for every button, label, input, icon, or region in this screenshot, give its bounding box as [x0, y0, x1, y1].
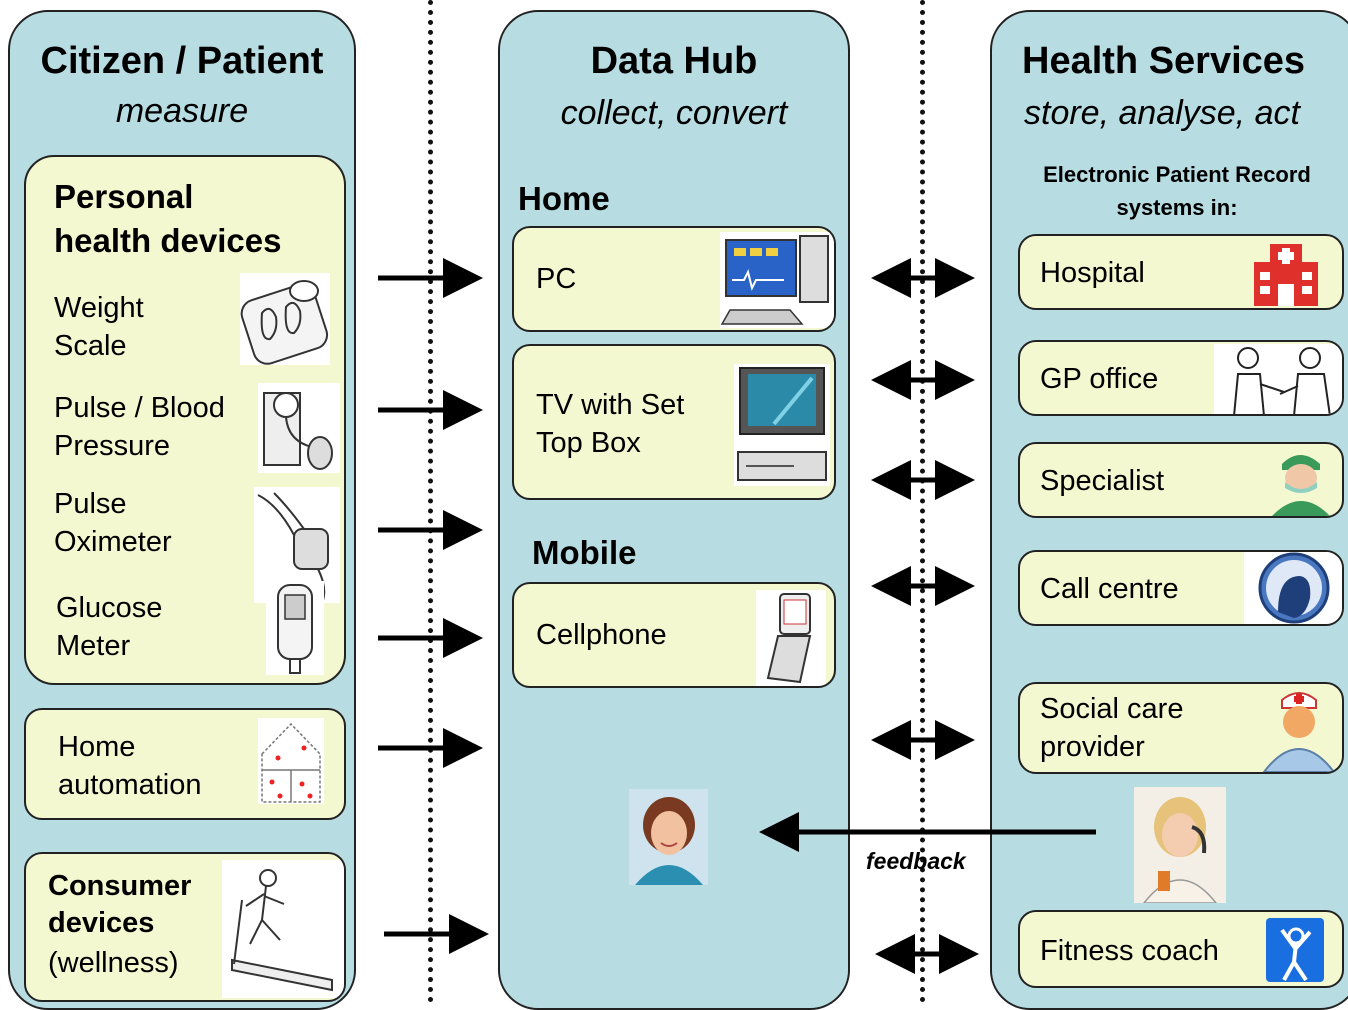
service-label-gp-office: GP office: [1040, 363, 1159, 395]
service-specialist: Specialist: [1018, 442, 1344, 518]
service-label-specialist: Specialist: [1040, 465, 1165, 497]
consumer-devices-sub: (wellness): [48, 947, 179, 979]
device-label-pulse-oximeter: Pulse Oximeter: [54, 488, 172, 558]
service-call-centre: Call centre: [1018, 550, 1344, 626]
service-hospital: Hospital: [1018, 234, 1344, 310]
feedback-label: feedback: [866, 848, 966, 874]
pc-icon: [720, 232, 834, 328]
surgeon-icon: [1268, 446, 1334, 516]
tv-set-top-box: TV with Set Top Box: [512, 344, 836, 500]
cellphone-label: Cellphone: [536, 619, 667, 651]
home-heading: Home: [518, 180, 610, 217]
epr-heading: Electronic Patient Record systems in:: [1043, 162, 1311, 220]
service-label-call-centre: Call centre: [1040, 573, 1179, 605]
service-social-care: Social care provider: [1018, 682, 1344, 774]
tv-label: TV with Set Top Box: [536, 389, 685, 459]
tv-icon: [734, 364, 830, 486]
elderly-woman-icon: [629, 789, 708, 885]
device-label-glucose-meter: Glucose Meter: [56, 592, 163, 662]
mobile-heading: Mobile: [532, 534, 637, 571]
service-label-social-care: Social care provider: [1040, 693, 1184, 763]
health-services-title: Health Services: [1022, 40, 1306, 82]
citizen-panel: Citizen / Patient measure Personal healt…: [8, 10, 356, 1010]
service-gp-office: GP office: [1018, 340, 1344, 416]
hospital-icon: [1248, 240, 1324, 308]
service-label-fitness-coach: Fitness coach: [1040, 935, 1219, 967]
service-fitness-coach: Fitness coach: [1018, 910, 1344, 988]
blood-pressure-cuff-icon: [258, 383, 340, 473]
personal-health-devices-box: Personal health devices Weight Scale Pul…: [24, 155, 346, 685]
treadmill-runner-icon: [222, 860, 344, 998]
cellphone-box: Cellphone: [512, 582, 836, 688]
device-label-blood-pressure: Pulse / Blood Pressure: [54, 392, 225, 462]
consumer-devices-heading: Consumer devices: [48, 870, 192, 939]
weight-scale-icon: [240, 273, 330, 365]
personal-health-heading: Personal health devices: [54, 178, 282, 259]
glucose-meter-icon: [266, 581, 324, 675]
nurse-icon: [1258, 686, 1340, 772]
consumer-devices-box: Consumer devices (wellness): [24, 852, 346, 1002]
separator-right: [920, 0, 925, 1003]
data-hub-title: Data Hub: [590, 40, 758, 82]
pc-label: PC: [536, 263, 577, 295]
woman-on-phone-icon: [1134, 787, 1226, 904]
doctor-patient-icon: [1214, 344, 1342, 414]
citizen-title: Citizen / Patient: [40, 40, 324, 82]
health-services-panel: Health Services store, analyse, act Elec…: [990, 10, 1348, 1010]
pc-box: PC: [512, 226, 836, 332]
health-services-subtitle: store, analyse, act: [1024, 94, 1300, 132]
citizen-subtitle: measure: [115, 92, 249, 130]
cellphone-icon: [756, 590, 826, 686]
call-centre-icon: [1244, 552, 1342, 624]
home-automation-box: Home automation: [24, 708, 346, 820]
fitness-icon: [1266, 918, 1324, 982]
data-hub-subtitle: collect, convert: [560, 94, 788, 132]
home-automation-label: Home automation: [58, 731, 202, 801]
service-label-hospital: Hospital: [1040, 257, 1145, 289]
device-label-weight-scale: Weight Scale: [54, 292, 144, 362]
separator-left: [428, 0, 433, 1003]
house-sensor-icon: [258, 718, 324, 804]
